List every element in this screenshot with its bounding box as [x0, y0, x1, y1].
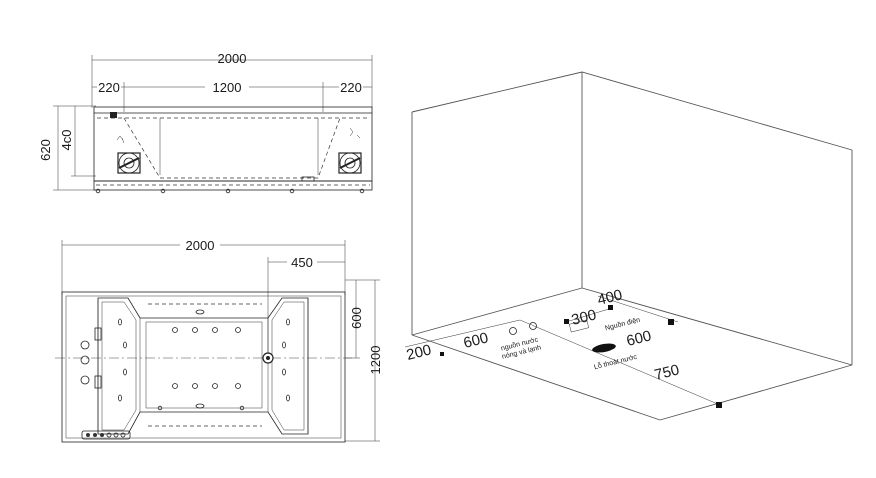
room-dim-600-right-label: 600	[625, 327, 653, 350]
power-source-label: Nguồn điện	[604, 315, 641, 332]
right-pump-motor	[338, 127, 362, 174]
side-inner-height-label: 4c0	[59, 130, 74, 151]
drain-hole-label: Lỗ thoát nước	[593, 352, 638, 371]
side-total-height-label: 620	[38, 139, 53, 161]
side-overall-width-label: 2000	[218, 51, 247, 66]
side-center-span-label: 1200	[213, 80, 242, 95]
cold-water-pipe-icon	[529, 322, 537, 330]
side-left-offset-label: 220	[98, 80, 120, 95]
control-panel	[81, 430, 131, 440]
left-pump-motor	[110, 112, 141, 174]
tub-feet	[95, 188, 365, 194]
room-dim-600-left-label: 600	[462, 329, 490, 352]
faucet-handles	[80, 327, 102, 389]
top-half-width-label: 600	[349, 307, 364, 329]
side-elevation-view: 2000 220 1200 220 620 4c0	[38, 51, 373, 194]
top-plan-view: 2000 450 600 1200	[55, 238, 383, 443]
top-overall-width-label: 2000	[186, 238, 215, 253]
room-dim-200-label: 200	[405, 341, 433, 364]
room-dim-750-label: 750	[653, 361, 681, 384]
hot-water-pipe-icon	[509, 327, 517, 335]
side-right-offset-label: 220	[340, 80, 362, 95]
room-dim-300-label: 300	[570, 306, 598, 329]
top-total-width-label: 1200	[368, 346, 383, 375]
room-isometric-view: 200 600 300 400 600 750 nguồn nước nóng …	[405, 71, 853, 421]
power-outlet-icon	[568, 319, 590, 333]
jets	[118, 309, 290, 411]
floor-drain-icon	[592, 343, 616, 353]
room-dim-400-label: 400	[596, 286, 624, 309]
top-drain-offset-label: 450	[291, 255, 313, 270]
